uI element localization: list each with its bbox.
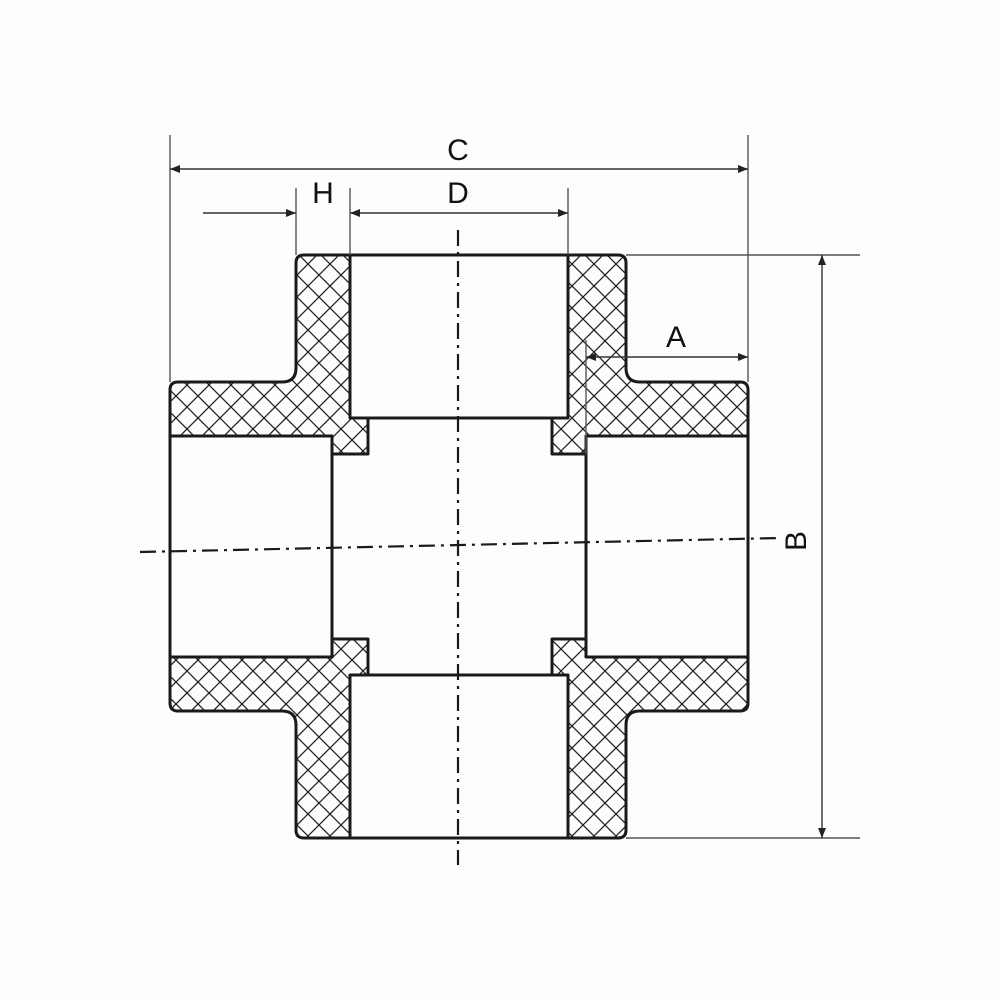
wall-lower-right <box>550 637 750 840</box>
extension-lines <box>169 135 860 839</box>
wall-lower-left <box>168 637 370 840</box>
wall-upper-left <box>168 253 370 456</box>
dimension-lines <box>170 165 826 838</box>
wall-upper-right <box>550 253 750 456</box>
label-C: C <box>447 134 469 167</box>
horizontal-centerline <box>139 536 781 554</box>
fitting-walls <box>168 253 750 840</box>
label-D: D <box>447 177 469 210</box>
label-H: H <box>312 177 334 210</box>
label-B: B <box>780 531 813 551</box>
label-A: A <box>666 321 686 354</box>
centerlines <box>139 230 781 865</box>
